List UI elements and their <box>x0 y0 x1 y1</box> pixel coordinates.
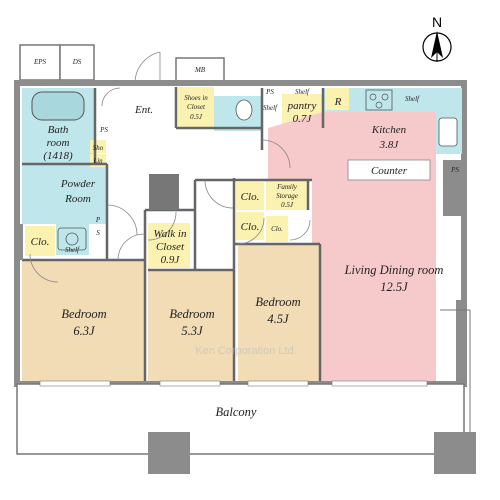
bedroom2-size: 5.3J <box>181 324 204 338</box>
mid-closet-label-1: Clo. <box>241 191 260 203</box>
column-walkin <box>149 174 179 210</box>
entrance-label: Ent. <box>134 104 153 116</box>
balcony-pillar-left <box>148 432 190 474</box>
walkin-size: 0.9J <box>161 254 181 266</box>
family-storage-label-2: Storage <box>276 192 298 200</box>
walkin-label-2: Closet <box>156 241 185 253</box>
column-right-edge <box>456 300 464 382</box>
shelf-top-b-label: Shelf <box>263 104 278 112</box>
kitchen-sink <box>438 117 458 147</box>
family-storage-label-1: Family <box>276 183 298 191</box>
shoes-closet-fill <box>178 87 214 127</box>
powder-label-2: Room <box>64 193 91 205</box>
stove-burner-3 <box>375 101 383 109</box>
eps-label: EPS <box>33 58 47 66</box>
refrigerator-label: R <box>334 96 342 108</box>
bedroom1-size: 6.3J <box>73 324 96 338</box>
living-dining-label: Living Dining room <box>344 263 444 277</box>
bedroom1-fill <box>22 261 145 381</box>
ps-vertical-s: S <box>96 229 100 237</box>
powder-room-fill <box>22 164 107 224</box>
ps-top-label: PS <box>265 88 274 96</box>
ps-right-label: PS <box>450 166 459 174</box>
stove <box>365 89 393 111</box>
ps-bath-label: PS <box>99 126 108 134</box>
bathtub <box>31 91 85 121</box>
kitchen-label: Kitchen <box>371 124 407 136</box>
ps-vertical-p: P <box>95 216 101 224</box>
toilet <box>235 99 253 121</box>
bedroom2-label: Bedroom <box>169 307 214 321</box>
door-arcs <box>29 87 311 283</box>
balcony-label: Balcony <box>216 405 257 419</box>
left-closet-fill <box>25 226 55 256</box>
family-storage-fill <box>266 180 308 210</box>
shelf-wash-label: Shelf <box>65 246 80 254</box>
mid-closet-fill-2 <box>236 212 264 240</box>
mid-closet-fill-1 <box>236 182 264 210</box>
washbasin-bowl <box>65 232 79 246</box>
north-compass <box>422 31 452 62</box>
pantry-size: 0.7J <box>293 113 313 125</box>
lin-label: Lin <box>92 157 103 165</box>
bedroom1-label: Bedroom <box>61 307 106 321</box>
living-dining-size: 12.5J <box>380 280 409 294</box>
shoes-closet-label-2: Closet <box>187 103 206 111</box>
left-closet-label: Clo. <box>31 236 50 248</box>
shelf-kitchen-label: Shelf <box>405 95 420 103</box>
mb-label: MB <box>194 66 206 74</box>
balcony-area <box>16 383 465 455</box>
family-storage-size: 0.5J <box>281 201 294 209</box>
kitchen-fridge-fill <box>325 88 349 110</box>
right-pillar <box>443 160 463 216</box>
ds-label: DS <box>72 58 82 66</box>
interior-walls <box>22 87 325 381</box>
bath-label-1: Bath <box>48 124 69 136</box>
shoes-closet-size: 0.5J <box>190 113 203 121</box>
powder-label-1: Powder <box>60 178 96 190</box>
shoes-closet-label-1: Shoes in <box>184 94 208 102</box>
bedroom3-fill <box>238 244 320 381</box>
kitchen-size: 3.8J <box>379 139 400 151</box>
watermark: Ken Corporation Ltd. <box>195 345 297 357</box>
windows <box>39 380 428 387</box>
small-closet-fill <box>266 216 288 242</box>
column-bath <box>17 224 23 260</box>
entrance-door-arc <box>134 51 161 84</box>
counter-label: Counter <box>371 165 408 177</box>
walkin-label-1: Walk in <box>154 228 187 240</box>
bedroom3-size: 4.5J <box>267 312 290 326</box>
bedroom3-label: Bedroom <box>255 295 300 309</box>
pantry-label: pantry <box>287 100 317 112</box>
compass-north-letter: N <box>432 14 442 30</box>
sho-label: Sho <box>93 144 104 152</box>
small-closet-label: Clo. <box>271 225 283 233</box>
washbasin <box>57 227 87 251</box>
counter-fill <box>347 159 431 181</box>
bath-label-2: room <box>47 137 70 149</box>
bath-size: (1418) <box>43 150 73 162</box>
mid-closet-label-2: Clo. <box>241 221 260 233</box>
stove-burner-2 <box>381 93 389 101</box>
bedroom2-fill <box>148 270 234 381</box>
stove-burner-1 <box>369 93 377 101</box>
balcony-pillar-right <box>434 432 476 474</box>
shelf-top-a-label: Shelf <box>295 88 310 96</box>
